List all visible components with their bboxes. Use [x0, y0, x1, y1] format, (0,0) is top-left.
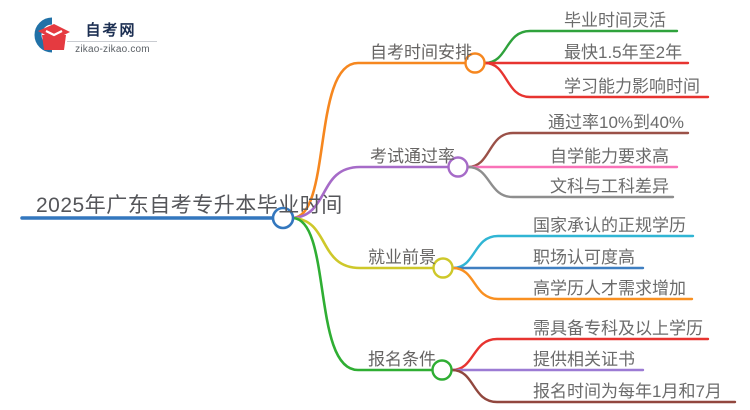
branch-curve	[291, 216, 434, 270]
site-logo: 自考网 zikao-zikao.com	[26, 12, 157, 56]
branch-curve	[291, 165, 449, 220]
branch-label-job-prospects: 就业前景	[368, 248, 436, 267]
branch-node-circle	[447, 156, 469, 178]
logo-divider	[67, 41, 157, 42]
branch-node-circle	[431, 359, 453, 381]
branch-label-pass-rate: 考试通过率	[370, 147, 455, 166]
branch-label-exam-schedule: 自考时间安排	[370, 43, 472, 62]
child-curve	[466, 131, 690, 169]
branch-node-circle	[432, 257, 454, 279]
child-label: 报名时间为每年1月和7月	[533, 382, 722, 401]
branch-curve	[291, 216, 433, 372]
root-node-label: 2025年广东自考专升本毕业时间	[36, 194, 343, 217]
child-curve	[483, 61, 710, 99]
branch-label-requirements: 报名条件	[368, 350, 436, 369]
child-label: 最快1.5年至2年	[564, 43, 683, 62]
child-label: 自学能力要求高	[550, 147, 669, 166]
child-curve	[466, 165, 675, 199]
child-label: 通过率10%到40%	[548, 113, 685, 132]
child-curve	[451, 266, 694, 301]
child-label: 职场认可度高	[533, 248, 635, 267]
site-url: zikao-zikao.com	[75, 44, 150, 55]
child-label: 文科与工科差异	[550, 177, 669, 196]
child-label: 毕业时间灵活	[564, 11, 666, 30]
branch-curve	[291, 61, 466, 220]
branch-node-circle	[464, 52, 486, 74]
child-label: 学习能力影响时间	[564, 77, 700, 96]
site-name: 自考网	[85, 22, 137, 39]
root-node-circle	[271, 206, 295, 230]
child-label: 国家承认的正规学历	[533, 216, 686, 235]
child-curve	[450, 368, 737, 404]
child-label: 需具备专科及以上学历	[533, 319, 703, 338]
graduation-cap-icon	[34, 17, 70, 53]
child-label: 高学历人才需求增加	[533, 279, 686, 298]
child-label: 提供相关证书	[533, 350, 635, 369]
